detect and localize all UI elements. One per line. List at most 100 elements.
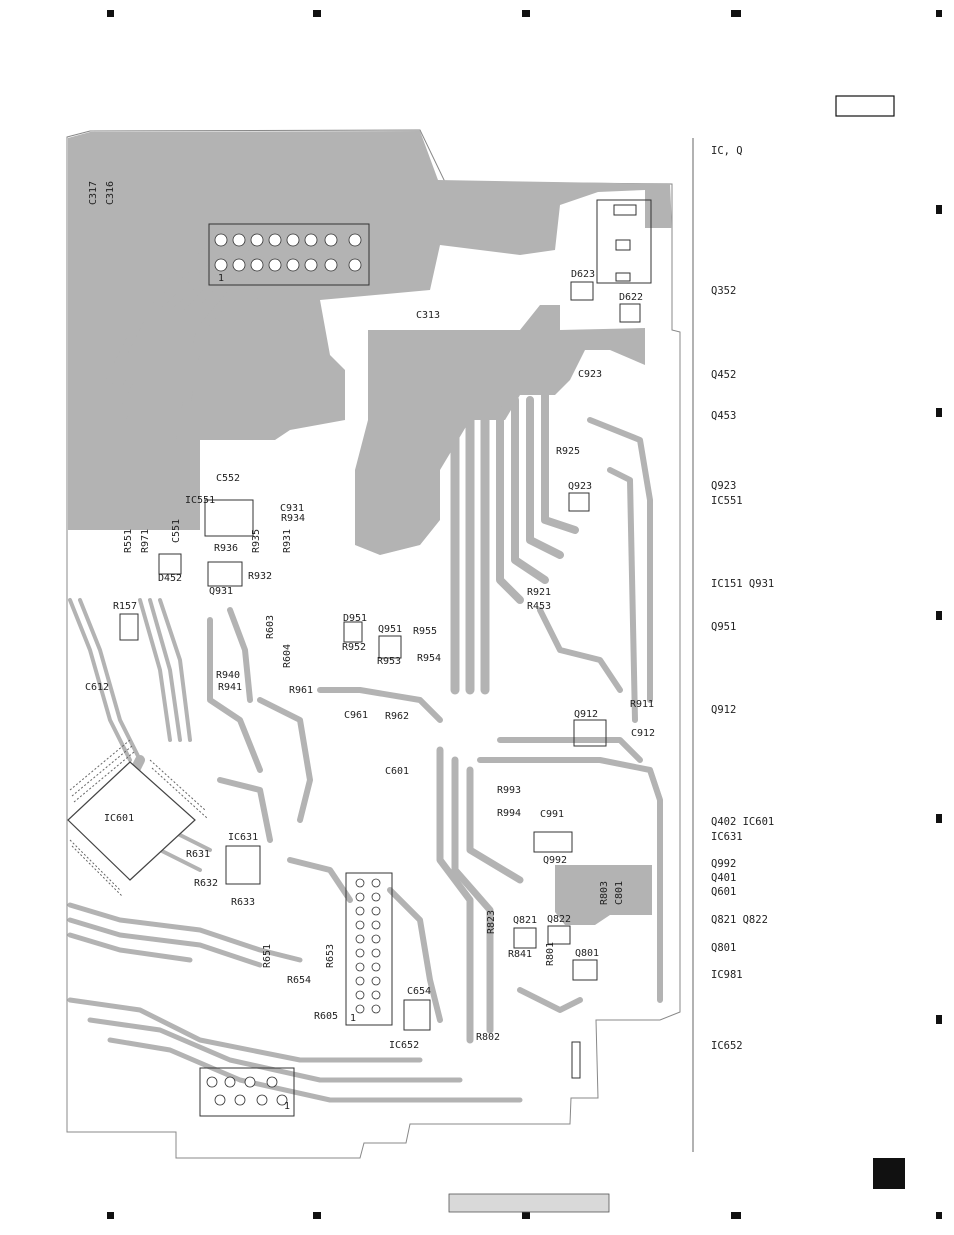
component-footprints (119, 281, 641, 1079)
component-label: D951 (343, 613, 367, 624)
component-label: R971 (140, 529, 151, 553)
component-label: R803 (599, 881, 610, 905)
component-label: C612 (85, 682, 109, 693)
component-label: C912 (631, 728, 655, 739)
side-reference-label: IC, Q (711, 145, 743, 157)
component-label: R633 (231, 897, 255, 908)
side-reference-label: Q821 Q822 (711, 914, 768, 926)
component-label: R921 (527, 587, 551, 598)
component-label: C551 (171, 519, 182, 543)
top-connector (208, 223, 370, 286)
component-label: C991 (540, 809, 564, 820)
component-label: C317 (88, 181, 99, 205)
component-label: R962 (385, 711, 409, 722)
component-label: IC551 (185, 495, 215, 506)
component-label: Q821 (513, 915, 537, 926)
component-label: IC631 (228, 832, 258, 843)
component-label: R841 (508, 949, 532, 960)
component-label: R801 (545, 942, 556, 966)
component-label: R453 (527, 601, 551, 612)
corner-badge (873, 1158, 905, 1189)
side-reference-label: Q402 IC601 (711, 816, 774, 828)
side-reference-label: Q352 (711, 285, 736, 297)
title-box (835, 95, 895, 117)
component-label: R994 (497, 808, 521, 819)
side-reference-label: IC551 (711, 495, 743, 507)
component-label: IC601 (104, 813, 134, 824)
component-label: R651 (262, 944, 273, 968)
component-label: Q992 (543, 855, 567, 866)
side-reference-label: IC981 (711, 969, 743, 981)
component-label: Q801 (575, 948, 599, 959)
component-label: R603 (265, 615, 276, 639)
component-label: C316 (105, 181, 116, 205)
component-label: R935 (251, 529, 262, 553)
component-label: C961 (344, 710, 368, 721)
component-label: R925 (556, 446, 580, 457)
component-label: Q912 (574, 709, 598, 720)
side-reference-label: Q992 (711, 858, 736, 870)
component-label: D623 (571, 269, 595, 280)
component-label: R157 (113, 601, 137, 612)
component-label: R632 (194, 878, 218, 889)
component-label: C552 (216, 473, 240, 484)
side-reference-label: Q401 (711, 872, 736, 884)
component-label: R993 (497, 785, 521, 796)
component-label: R932 (248, 571, 272, 582)
side-reference-label: Q801 (711, 942, 736, 954)
ic601-package (67, 739, 208, 897)
component-label: R961 (289, 685, 313, 696)
component-label: C601 (385, 766, 409, 777)
component-label: D452 (158, 573, 182, 584)
bottom-connector (199, 1067, 295, 1117)
side-reference-label: IC151 Q931 (711, 578, 774, 590)
component-label: 1 (350, 1013, 356, 1024)
component-label: R605 (314, 1011, 338, 1022)
component-label: 1 (218, 273, 224, 284)
component-label: 1 (284, 1101, 290, 1112)
component-label: R911 (630, 699, 654, 710)
component-label: R551 (123, 529, 134, 553)
side-reference-label: Q452 (711, 369, 736, 381)
bottom-strip (448, 1193, 610, 1213)
side-reference-label: Q912 (711, 704, 736, 716)
component-label: R941 (218, 682, 242, 693)
component-label: R931 (282, 529, 293, 553)
side-reference-label: Q951 (711, 621, 736, 633)
component-label: R604 (282, 644, 293, 668)
component-label: R953 (377, 656, 401, 667)
side-reference-label: IC652 (711, 1040, 743, 1052)
component-label: R631 (186, 849, 210, 860)
component-label: R954 (417, 653, 441, 664)
component-label: Q931 (209, 586, 233, 597)
side-reference-label: Q923 (711, 480, 736, 492)
component-label: R940 (216, 670, 240, 681)
component-label: Q923 (568, 481, 592, 492)
copper-traces (67, 241, 663, 1103)
component-label: R952 (342, 642, 366, 653)
component-label: D622 (619, 292, 643, 303)
side-reference-label: Q453 (711, 410, 736, 422)
top-right-component (596, 199, 652, 284)
component-label: Q951 (378, 624, 402, 635)
component-label: IC652 (389, 1040, 419, 1051)
component-label: C923 (578, 369, 602, 380)
registration-marks (107, 10, 942, 1219)
component-label: C801 (614, 881, 625, 905)
component-label: R936 (214, 543, 238, 554)
component-label: R802 (476, 1032, 500, 1043)
component-label: Q822 (547, 914, 571, 925)
component-label: R934 (281, 513, 305, 524)
component-label: R654 (287, 975, 311, 986)
copper-pour (68, 131, 672, 925)
side-reference-label: Q601 (711, 886, 736, 898)
center-connector (345, 872, 393, 1026)
component-label: C654 (407, 986, 431, 997)
component-label: R823 (486, 910, 497, 934)
side-reference-label: IC631 (711, 831, 743, 843)
component-label: C931 (280, 503, 304, 514)
component-label: C313 (416, 310, 440, 321)
